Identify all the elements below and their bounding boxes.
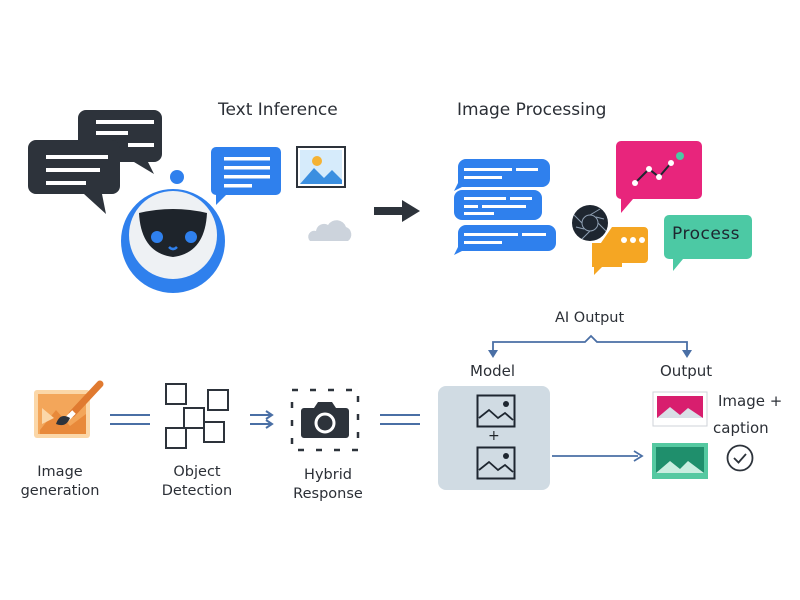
- output-label: Output: [660, 362, 713, 380]
- caption-line-1: Image +: [718, 392, 783, 410]
- model-label: Model: [470, 362, 516, 380]
- cloud-icon: [308, 220, 352, 241]
- hybrid-response-label: Hybrid Response: [283, 466, 373, 504]
- checkmark-circle-icon: [726, 444, 754, 472]
- magenta-chart-bubble-icon: [616, 141, 702, 213]
- process-label: Process: [672, 224, 740, 244]
- teal-chat-bubble-icon: [664, 215, 752, 271]
- image-generation-icon: [34, 380, 104, 438]
- object-detection-label: Object Detection: [152, 463, 242, 501]
- image-generation-label: Image generation: [15, 463, 105, 501]
- caption-line-2: caption: [713, 419, 769, 437]
- blue-message-stack-icon: [454, 159, 556, 255]
- equals-connector-icon: [380, 414, 420, 425]
- label-line: Image: [37, 464, 83, 480]
- amber-chat-bubble-icon: [592, 227, 648, 275]
- label-line: Response: [293, 486, 363, 502]
- equals-connector-icon: [110, 414, 150, 425]
- label-line: Hybrid: [304, 467, 352, 483]
- process-bubble: Process: [664, 214, 752, 274]
- image-processing-title: Image Processing: [457, 100, 607, 120]
- double-arrow-connector-icon: [250, 410, 274, 429]
- magenta-output-image-icon: [652, 391, 708, 427]
- ai-output-bracket: [488, 334, 692, 358]
- label-line: generation: [20, 483, 100, 499]
- robot-assistant-icon: [121, 170, 225, 293]
- model-panel: +: [438, 386, 550, 490]
- ai-output-label: AI Output: [555, 310, 625, 326]
- label-line: Object: [173, 464, 221, 480]
- image-placeholder-icon: [476, 446, 516, 480]
- object-detection-icon: [165, 383, 229, 449]
- plus-sign: +: [488, 428, 500, 444]
- hybrid-response-camera-icon: [290, 388, 360, 452]
- landscape-image-icon: [296, 146, 346, 188]
- text-inference-title: Text Inference: [218, 100, 338, 120]
- dark-chat-bubbles-icon: [28, 110, 162, 214]
- right-arrow-icon: [374, 200, 420, 222]
- model-to-output-arrow: [552, 450, 644, 462]
- blue-chat-bubble-icon: [211, 147, 281, 205]
- label-line: Detection: [161, 483, 233, 499]
- camera-aperture-icon: [572, 205, 608, 241]
- teal-output-image-icon: [652, 443, 708, 479]
- image-placeholder-icon: [476, 394, 516, 428]
